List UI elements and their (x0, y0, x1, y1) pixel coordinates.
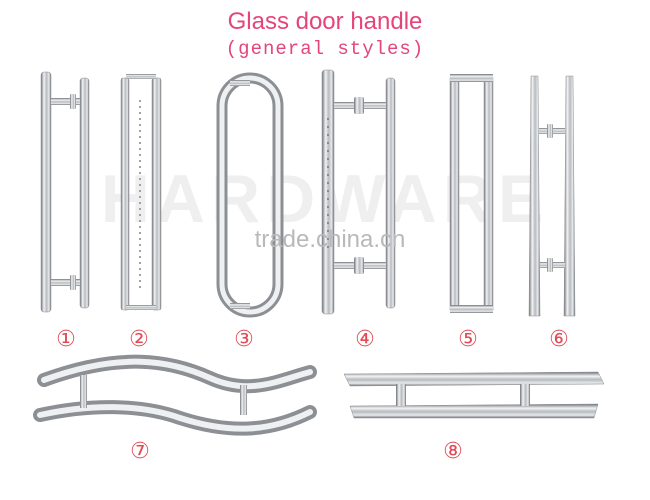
handle-3 (216, 72, 284, 318)
handle-number-2: ② (129, 327, 149, 352)
handle-number-5: ⑤ (458, 327, 478, 352)
handle-number-6: ⑥ (549, 327, 569, 352)
page-title: Glass door handle (227, 8, 423, 35)
handle-7 (33, 354, 317, 436)
handle-2 (120, 74, 162, 311)
handle-8 (343, 371, 605, 419)
handle-number-8: ⑧ (443, 439, 463, 464)
handle-number-4: ④ (355, 327, 375, 352)
handle-6 (528, 75, 576, 317)
handle-1 (40, 71, 90, 313)
page-subtitle: (general styles) (225, 38, 425, 60)
handle-number-7: ⑦ (130, 439, 150, 464)
handle-4 (321, 69, 396, 315)
handle-number-3: ③ (234, 327, 254, 352)
handle-5 (449, 74, 494, 313)
site-watermark: trade.china.cn (254, 226, 406, 253)
handle-number-1: ① (56, 327, 76, 352)
